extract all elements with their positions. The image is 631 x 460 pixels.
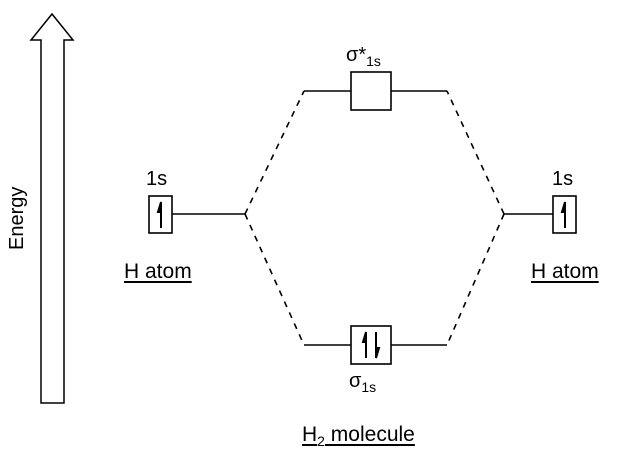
antibonding-label: σ*1s	[346, 44, 381, 69]
right-atom-electron-up-head	[560, 201, 566, 213]
right-orbital-label: 1s	[552, 168, 574, 190]
left-atom-electron-up-head	[156, 201, 162, 213]
antibonding-level	[304, 71, 447, 111]
energy-axis-label: Energy	[6, 186, 28, 250]
bonding-label: σ1s	[349, 370, 376, 395]
bonding-subscript: 1s	[361, 379, 377, 395]
right-atom-label: H atom	[531, 260, 599, 283]
left-orbital-label: 1s	[146, 168, 168, 190]
bonding-symbol: σ	[349, 370, 362, 392]
molecule-suffix: molecule	[324, 423, 415, 446]
bonding-level	[304, 325, 447, 365]
molecule-subscript: 2	[317, 433, 325, 450]
correlation-lines	[244, 90, 505, 346]
energy-arrow	[29, 12, 75, 404]
bonding-electron-up-head	[361, 331, 367, 343]
antibonding-symbol: σ*	[346, 44, 367, 66]
bonding-electron-down-head	[375, 347, 381, 359]
molecule-label: H2 molecule	[302, 423, 415, 449]
left-atom-label: H atom	[124, 260, 192, 283]
molecule-prefix: H	[302, 423, 318, 446]
antibonding-subscript: 1s	[366, 53, 381, 69]
left-atom-level	[148, 195, 245, 234]
